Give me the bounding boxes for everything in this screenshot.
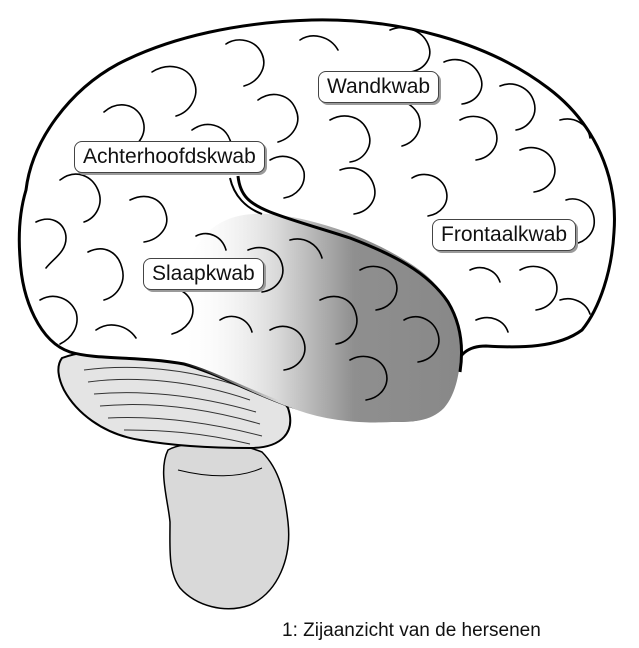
figure-caption: 1: Zijaanzicht van de hersenen <box>282 620 541 642</box>
label-frontaalkwab: Frontaalkwab <box>432 219 576 251</box>
brainstem <box>164 443 289 609</box>
label-wandkwab: Wandkwab <box>318 71 439 103</box>
label-slaapkwab: Slaapkwab <box>143 258 264 290</box>
label-achterhoofdskwab: Achterhoofdskwab <box>74 141 265 173</box>
